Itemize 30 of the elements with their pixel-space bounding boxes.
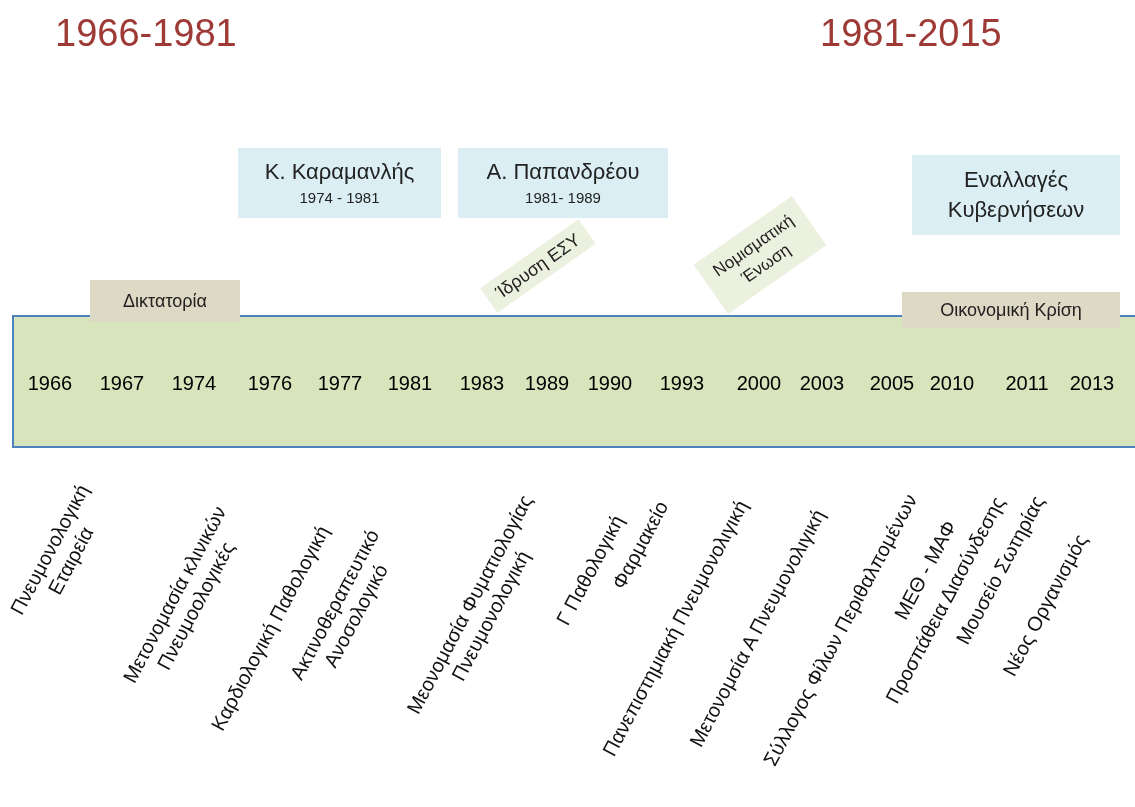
box-heading: Κ. Καραμανλής: [264, 158, 415, 186]
year-label: 1974: [171, 372, 217, 395]
year-label: 1966: [27, 372, 73, 395]
year-label: 1990: [587, 372, 633, 395]
event-tag: [90, 280, 240, 322]
date-range: 1981- 1989: [525, 188, 601, 208]
box-heading: Δικτατορία: [123, 290, 207, 312]
event-tag: [902, 292, 1120, 328]
box-heading: Οικονομική Κρίση: [940, 299, 1082, 321]
box-heading: Εναλλαγές Κυβερνήσεων: [946, 166, 1086, 224]
year-label: 2000: [736, 372, 782, 395]
year-label: 1983: [459, 372, 505, 395]
year-label: 1967: [99, 372, 145, 395]
year-label: 1977: [317, 372, 363, 395]
year-label: 2010: [929, 372, 975, 395]
year-label: 1993: [659, 372, 705, 395]
period-box: [238, 148, 441, 218]
period-heading: 1966-1981: [55, 12, 237, 55]
year-label: 2005: [869, 372, 915, 395]
year-label: 1989: [524, 372, 570, 395]
box-heading: Α. Παπανδρέου: [486, 158, 640, 186]
date-range: 1974 - 1981: [299, 188, 380, 208]
period-box: [458, 148, 668, 218]
year-label: 1981: [387, 372, 433, 395]
year-label: 2011: [1005, 372, 1049, 395]
period-heading: 1981-2015: [820, 12, 1002, 55]
year-label: 2003: [799, 372, 845, 395]
period-box: [912, 155, 1120, 235]
year-label: 2013: [1069, 372, 1115, 395]
year-label: 1976: [247, 372, 293, 395]
